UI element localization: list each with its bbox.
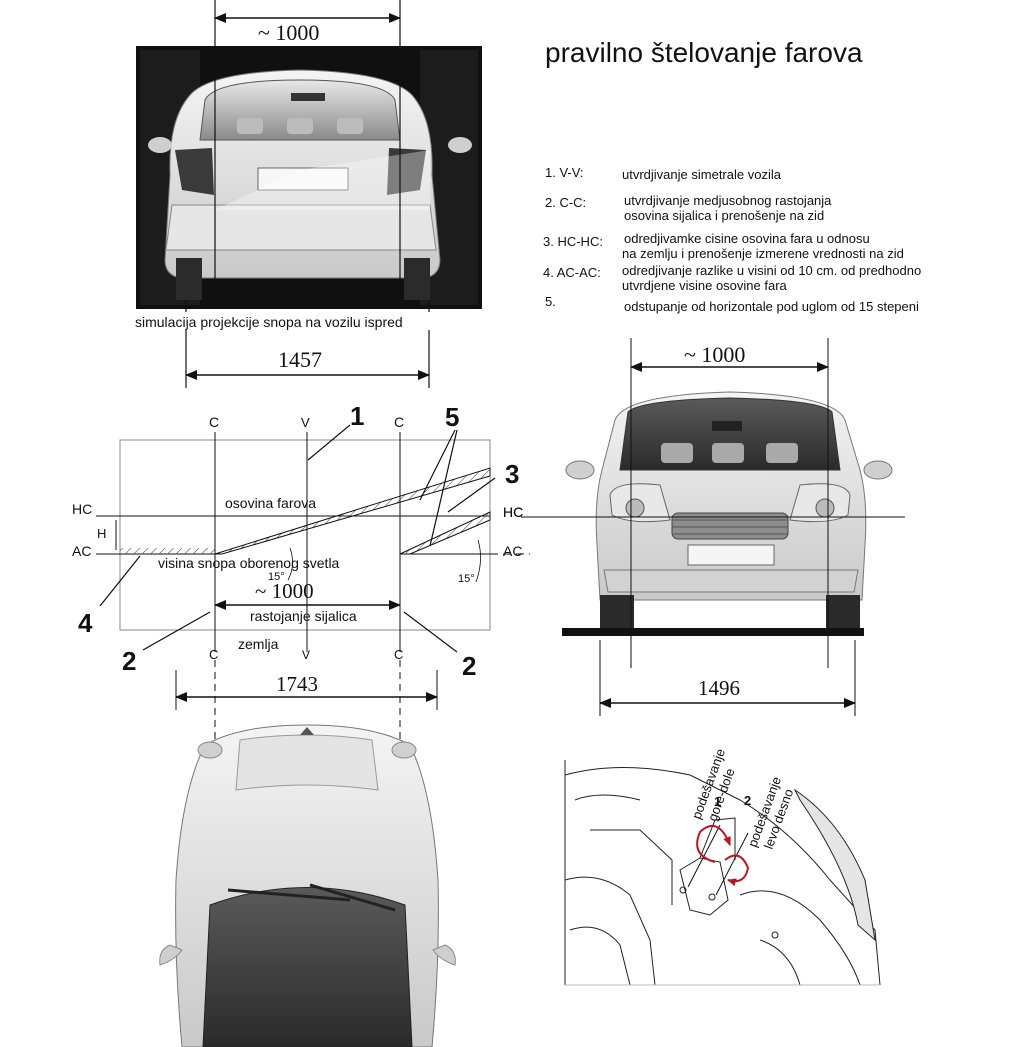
beam-diagram: C V C HC AC H HC AC osovina farova visin… — [72, 401, 530, 1047]
rastojanje-label: rastojanje sijalica — [250, 608, 357, 624]
c-label-top-left: C — [209, 414, 219, 430]
legend-code-3: 3. HC-HC: — [543, 234, 603, 249]
rear-caption: simulacija projekcije snopa na vozilu is… — [135, 314, 403, 330]
h-label: H — [97, 526, 106, 541]
hc-label-right: HC — [503, 504, 523, 520]
page-title: pravilno štelovanje farova — [545, 37, 863, 68]
angle-left: 15° — [268, 571, 285, 583]
front-view-dimensions: ~ 1000 HC 1496 — [503, 338, 905, 716]
callout-1: 1 — [350, 401, 364, 431]
angle-right: 15° — [458, 573, 475, 585]
front-dim-bottom: 1496 — [698, 676, 740, 700]
legend-code-5: 5. — [545, 294, 556, 309]
callout-2-left: 2 — [122, 646, 136, 676]
ac-label-left: AC — [72, 543, 91, 559]
top-view-car — [159, 724, 456, 1047]
legend-text-4b: utvrdjene visine osovine fara — [622, 278, 788, 293]
visina-label: visina snopa oborenog svetla — [158, 555, 340, 571]
v-label-top: V — [301, 415, 310, 430]
legend-text-2b: osovina sijalica i prenošenje na zid — [624, 208, 824, 223]
rear-dim-top: ~ 1000 — [258, 20, 319, 45]
legend-text-1: utvrdjivanje simetrale vozila — [622, 167, 782, 182]
zemlja-label: zemlja — [238, 636, 279, 652]
callout-3: 3 — [505, 459, 519, 489]
legend-text-5: odstupanje od horizontale pod uglom od 1… — [624, 299, 919, 314]
adjustment-labels: podešavanje gore-dole 1 podešavanje levo… — [689, 747, 797, 851]
legend-text-3a: odredjivamke cisine osovina fara u odnos… — [624, 231, 870, 246]
diagram-dim-mid: ~ 1000 — [255, 579, 314, 603]
front-hc-label: HC — [503, 504, 523, 520]
osovina-label: osovina farova — [225, 495, 316, 511]
adjustment-detail — [564, 760, 881, 986]
legend-code-4: 4. AC-AC: — [543, 265, 601, 280]
c-label-bottom-left: C — [209, 647, 218, 662]
c-label-bottom-right: C — [394, 647, 403, 662]
legend-code-2: 2. C-C: — [545, 195, 586, 210]
hc-label-left: HC — [72, 501, 92, 517]
callout-5: 5 — [445, 402, 459, 432]
adjust-number-2: 2 — [744, 793, 751, 808]
rear-dim-bottom: 1457 — [278, 347, 322, 372]
callout-2-right: 2 — [462, 651, 476, 681]
legend: 1. V-V: utvrdjivanje simetrale vozila 2.… — [543, 165, 921, 314]
front-view-car — [562, 391, 893, 636]
front-dim-top: ~ 1000 — [684, 342, 745, 367]
adjustment-arrows — [696, 824, 750, 887]
legend-text-2a: utvrdjivanje medjusobnog rastojanja — [624, 193, 832, 208]
legend-text-4a: odredjivanje razlike u visini od 10 cm. … — [622, 263, 921, 278]
legend-code-1: 1. V-V: — [545, 165, 584, 180]
diagram-dim-bottom: 1743 — [276, 672, 318, 696]
legend-text-3b: na zemlju i prenošenje izmerene vrednost… — [622, 246, 904, 261]
adjust-number-1: 1 — [714, 794, 721, 809]
v-label-bottom: V — [302, 648, 310, 662]
rear-view-illustration — [136, 46, 482, 309]
rear-view-dimensions: ~ 1000 1457 simulacija projekcije snopa … — [133, 0, 445, 388]
c-label-top-right: C — [394, 414, 404, 430]
callout-4: 4 — [78, 608, 93, 638]
ac-label-right: AC — [503, 543, 522, 559]
